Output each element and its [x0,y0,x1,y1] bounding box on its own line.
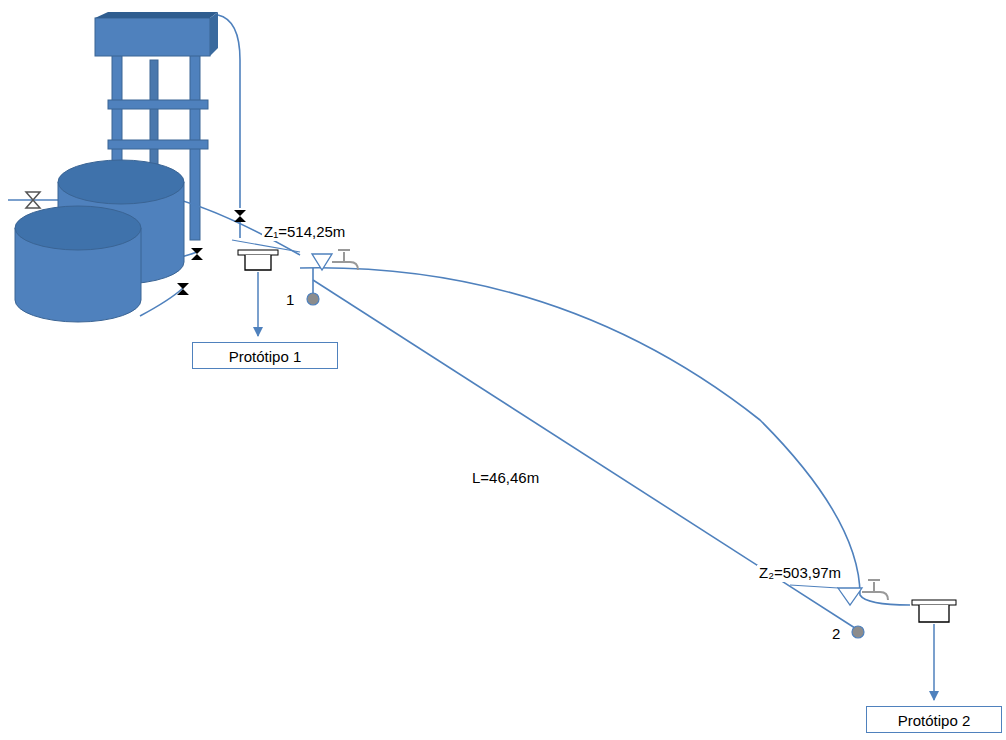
node-text: Protótipo 1 [205,348,325,365]
node-text: Protótipo 2 [879,712,989,729]
measure-points [307,293,864,638]
ground-tanks [15,160,184,322]
annotation-label: L=46,46m [470,470,541,487]
annotation-label: Z₁=514,25m [262,224,347,241]
annotation-label: 1 [284,292,296,309]
level-markers [232,240,862,605]
pipes [8,15,910,630]
annotation-label: 2 [830,626,842,643]
prototype-box: Protótipo 2 [866,706,1002,733]
taps [332,250,888,600]
annotation-label: Z₂=503,97m [757,565,843,582]
prototype-symbols [238,250,956,700]
valves [26,192,246,295]
prototype-box: Protótipo 1 [192,342,338,369]
